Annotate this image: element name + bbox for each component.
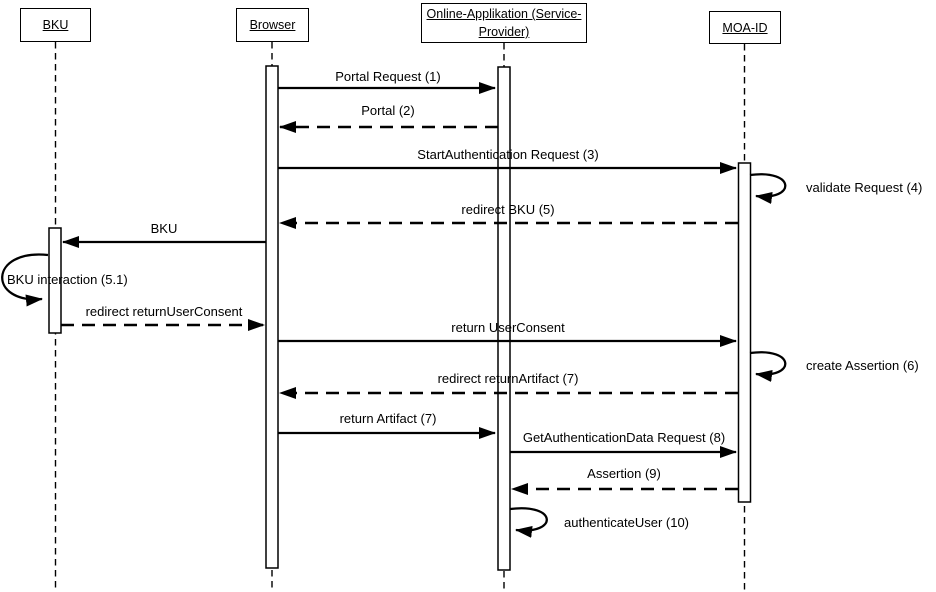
loop-validate-request	[749, 173, 787, 204]
actor-label-browser: Browser	[249, 18, 296, 32]
actor-label-online-app: Online-Applikation (Service-Provider)	[426, 7, 582, 39]
label-bku-message: BKU	[150, 221, 178, 236]
activation-bars	[48, 65, 752, 571]
self-loops	[1, 173, 787, 538]
dashed-arrows	[61, 121, 738, 495]
label-getauthdata-request: GetAuthenticationData Request (8)	[522, 430, 726, 445]
activation-bar-online-app	[497, 66, 511, 571]
label-startauth-request: StartAuthentication Request (3)	[417, 147, 599, 162]
loop-bku-interaction	[1, 253, 49, 307]
activation-bar-moa-id	[737, 162, 752, 503]
actor-label-bku: BKU	[42, 18, 69, 32]
label-redirect-bku: redirect BKU (5)	[461, 202, 555, 217]
actor-label-moa-id: MOA-ID	[722, 20, 768, 35]
actor-box-online-app: Online-Applikation (Service-Provider)	[421, 3, 587, 43]
actor-box-moa-id: MOA-ID	[709, 11, 781, 44]
label-bku-interaction: BKU interaction (5.1)	[7, 272, 128, 287]
label-redirect-userconsent: redirect returnUserConsent	[85, 304, 243, 319]
loop-create-assertion	[749, 351, 787, 382]
label-create-assertion: create Assertion (6)	[806, 358, 919, 373]
actor-box-bku: BKU	[20, 8, 91, 42]
label-assertion: Assertion (9)	[587, 466, 661, 481]
actor-box-browser: Browser	[236, 8, 309, 42]
solid-arrows	[62, 82, 737, 458]
label-portal-request: Portal Request (1)	[335, 69, 441, 84]
activation-bar-bku	[48, 227, 62, 334]
label-validate-request: validate Request (4)	[806, 180, 923, 195]
label-return-artifact: return Artifact (7)	[339, 411, 437, 426]
activation-bar-browser	[265, 65, 279, 569]
label-return-userconsent: return UserConsent	[451, 320, 565, 335]
loop-authenticate-user	[509, 507, 548, 538]
label-authenticate-user: authenticateUser (10)	[564, 515, 690, 530]
label-portal-return: Portal (2)	[361, 103, 415, 118]
label-redirect-returnartifact: redirect returnArtifact (7)	[437, 371, 579, 386]
